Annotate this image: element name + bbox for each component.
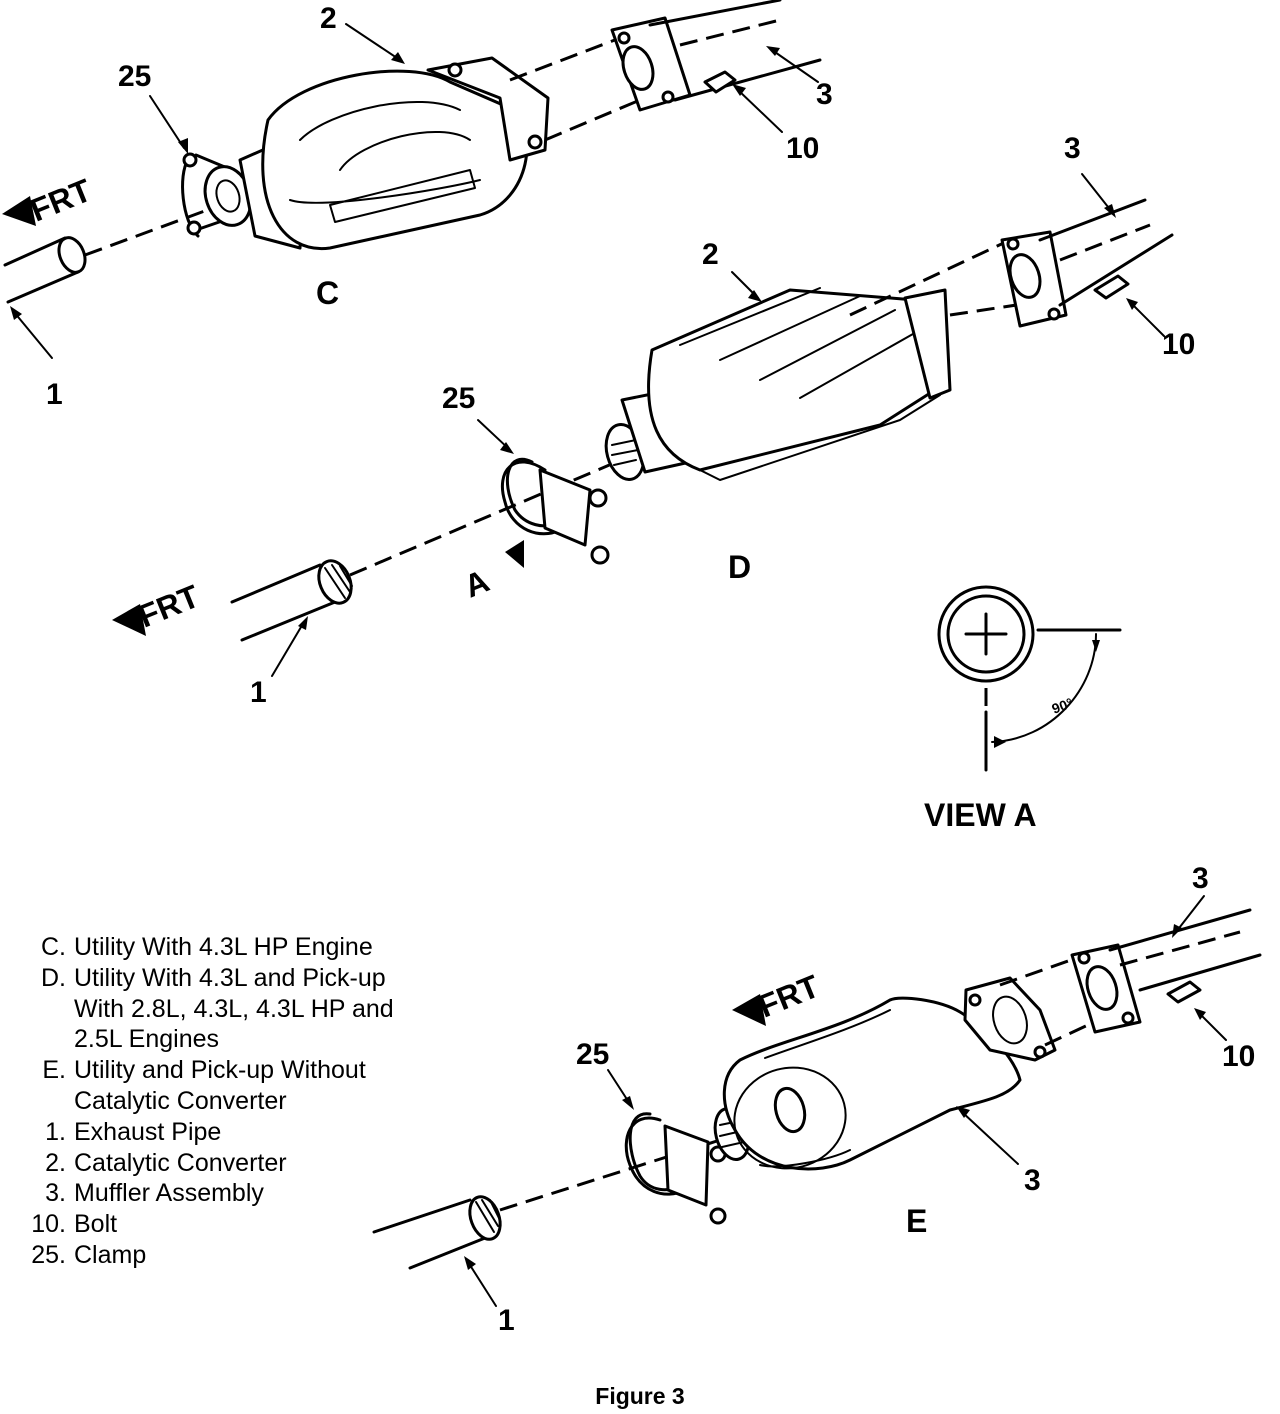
legend-text: Bolt <box>74 1210 118 1239</box>
legend-text: Utility With 4.3L HP Engine <box>74 933 373 961</box>
legend-text: Utility With 4.3L and Pick-up With 2.8L,… <box>74 963 394 1054</box>
legend-key: D. <box>41 963 66 992</box>
view-d: A FRT 3 2 10 25 1 D <box>112 132 1195 709</box>
legend-text: Catalytic Converter <box>74 1148 287 1177</box>
d-callout-10: 10 <box>1162 328 1195 361</box>
e-frt-label: FRT <box>753 968 825 1025</box>
d-callout-3: 3 <box>1064 132 1081 165</box>
figure-caption: Figure 3 <box>595 1383 685 1409</box>
legend-item: 2. Catalytic Converter <box>10 1148 480 1179</box>
e-callout-10: 10 <box>1222 1040 1255 1073</box>
c-frt-label: FRT <box>25 172 97 229</box>
c-view-letter: C <box>316 275 339 311</box>
legend-text: Utility and Pick-up Without Catalytic Co… <box>74 1056 366 1115</box>
legend-item: E. Utility and Pick-up Without Catalytic… <box>10 1055 480 1117</box>
d-section-a-label: A <box>459 562 494 604</box>
c-callout-1: 1 <box>46 378 63 411</box>
e-callout-3-body: 3 <box>1024 1164 1041 1197</box>
c-callout-25: 25 <box>118 60 151 93</box>
view-e: FRT 3 25 10 3 1 E <box>372 862 1262 1337</box>
c-callout-2: 2 <box>320 2 337 35</box>
e-callout-3-top: 3 <box>1192 862 1209 895</box>
legend-key: 3. <box>45 1179 66 1208</box>
e-callout-1: 1 <box>498 1304 515 1337</box>
c-callout-10: 10 <box>786 132 819 165</box>
view-a-angle: 90° <box>1050 695 1075 717</box>
legend-key: 1. <box>45 1117 66 1146</box>
legend: C. Utility With 4.3L HP Engine D. Utilit… <box>10 932 480 1271</box>
legend-key: 10. <box>31 1210 66 1239</box>
e-callout-25: 25 <box>576 1038 609 1071</box>
d-frt-label: FRT <box>133 578 205 635</box>
d-callout-25: 25 <box>442 382 475 415</box>
legend-key: E. <box>42 1056 66 1085</box>
d-callout-2: 2 <box>702 238 719 271</box>
legend-key: C. <box>41 933 66 961</box>
legend-item: 1. Exhaust Pipe <box>10 1117 480 1148</box>
legend-item: 3. Muffler Assembly <box>10 1178 480 1209</box>
view-c: FRT 2 25 3 10 1 C <box>2 0 833 411</box>
legend-item: 10. Bolt <box>10 1209 480 1240</box>
view-a-title: VIEW A <box>924 797 1037 833</box>
legend-key: 2. <box>45 1148 66 1177</box>
legend-key: 25. <box>31 1240 66 1269</box>
view-a-detail: 90° VIEW A <box>924 585 1122 833</box>
legend-item: 25. Clamp <box>10 1240 480 1271</box>
c-callout-3: 3 <box>816 78 833 111</box>
legend-text: Clamp <box>74 1240 147 1269</box>
legend-item: C. Utility With 4.3L HP Engine <box>10 932 480 963</box>
legend-item: D. Utility With 4.3L and Pick-up With 2.… <box>10 963 480 1055</box>
legend-text: Muffler Assembly <box>74 1179 264 1208</box>
d-callout-1: 1 <box>250 676 267 709</box>
e-view-letter: E <box>906 1203 927 1239</box>
d-view-letter: D <box>728 549 751 585</box>
legend-text: Exhaust Pipe <box>74 1117 222 1146</box>
